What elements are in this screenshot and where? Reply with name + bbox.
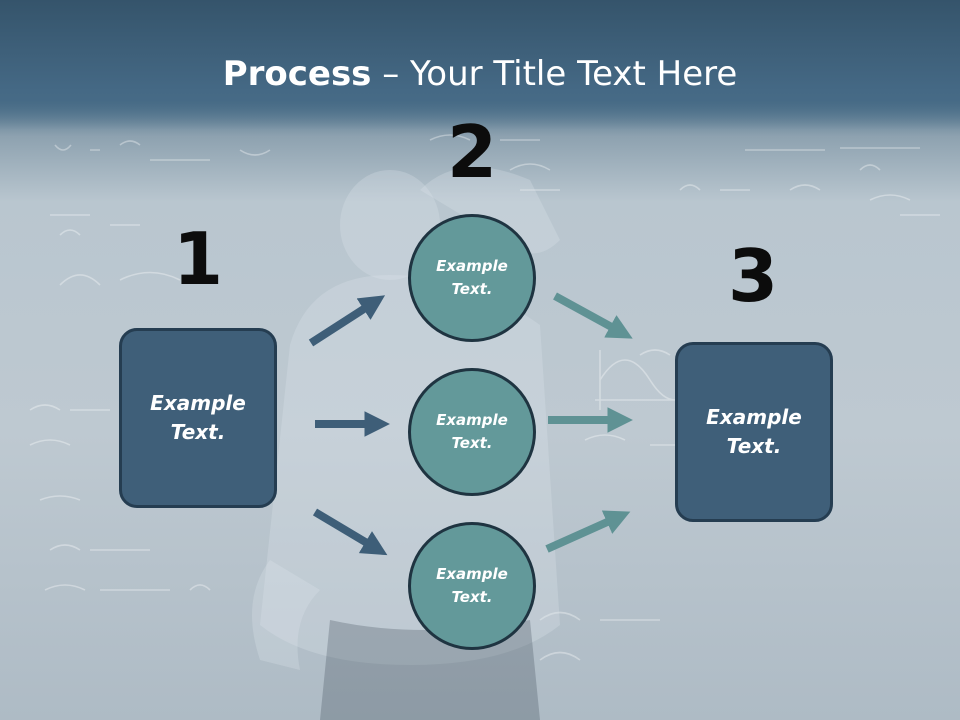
step-2-circle-top: Example Text. bbox=[408, 214, 536, 342]
slide-title: Process – Your Title Text Here bbox=[0, 54, 960, 94]
title-rest: – Your Title Text Here bbox=[371, 54, 738, 94]
arrow-box1-to-circle-bottom bbox=[312, 508, 388, 556]
step-2-circle-bottom: Example Text. bbox=[408, 522, 536, 650]
step-3-box: Example Text. bbox=[675, 342, 833, 522]
step-number-3: 3 bbox=[727, 234, 779, 318]
step-1-box: Example Text. bbox=[119, 328, 277, 508]
step-3-text: Example Text. bbox=[706, 405, 802, 458]
title-band bbox=[0, 0, 960, 130]
step-number-1: 1 bbox=[172, 217, 224, 301]
arrow-box1-to-circle-top bbox=[308, 295, 386, 347]
step-2-circle-middle: Example Text. bbox=[408, 368, 536, 496]
step-2-text-middle: Example Text. bbox=[436, 411, 508, 452]
step-2-text-bottom: Example Text. bbox=[436, 565, 508, 606]
step-2-text-top: Example Text. bbox=[436, 257, 508, 298]
step-number-2: 2 bbox=[446, 110, 498, 194]
step-1-text: Example Text. bbox=[150, 391, 246, 444]
arrow-circle-top-to-box3 bbox=[553, 292, 633, 339]
title-bold: Process bbox=[222, 54, 372, 94]
arrow-circle-bottom-to-box3 bbox=[545, 510, 631, 553]
